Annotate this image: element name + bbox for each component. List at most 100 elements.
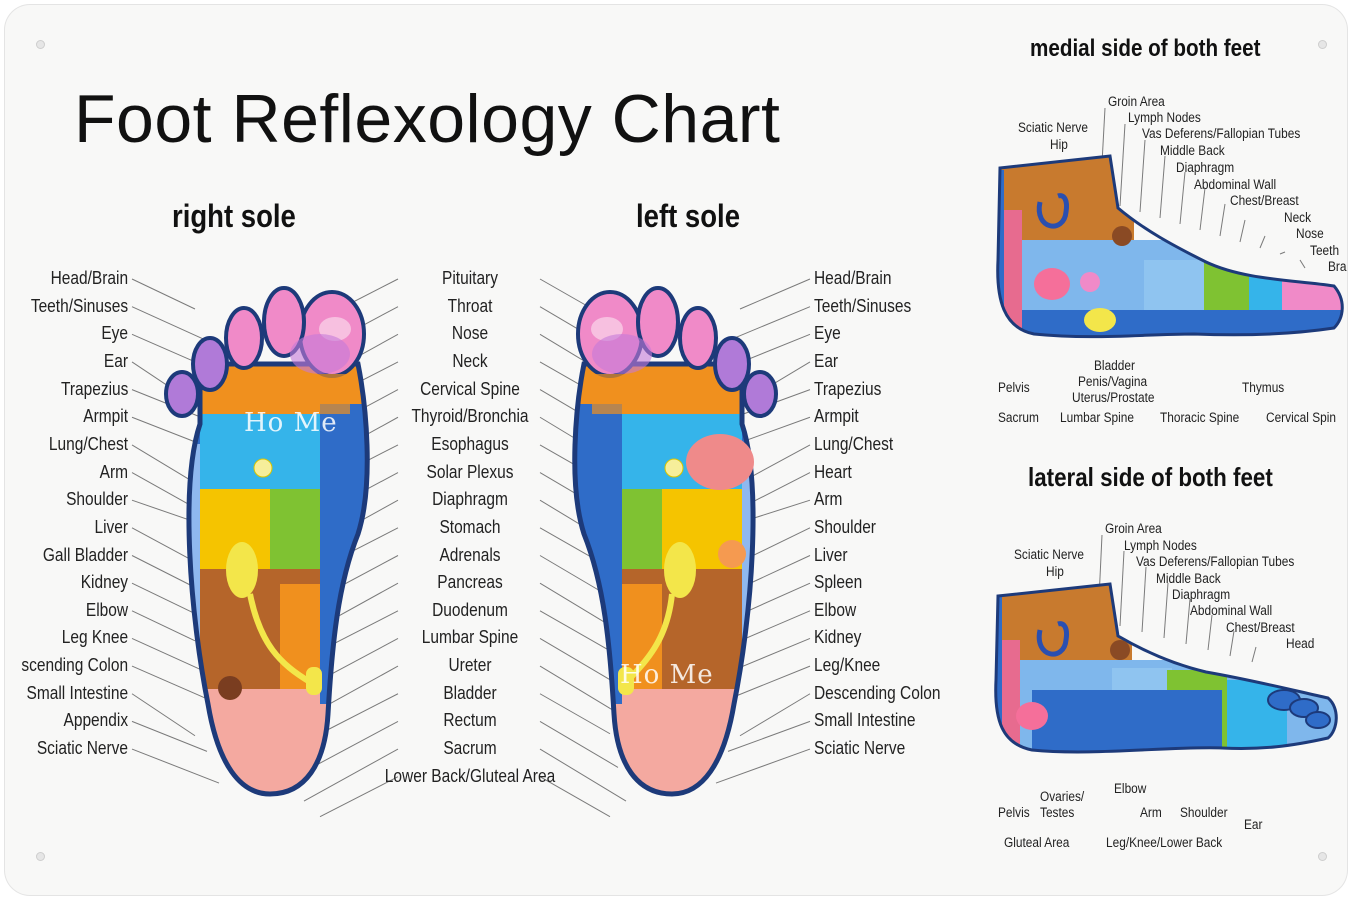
right-sole-label: Arm bbox=[99, 461, 128, 482]
left-sole-label: Small Intestine bbox=[814, 710, 916, 731]
right-sole-label: Sciatic Nerve bbox=[36, 738, 128, 759]
left-sole-label: Shoulder bbox=[814, 516, 876, 537]
lateral-label: Diaphragm bbox=[1172, 587, 1231, 602]
leader-line bbox=[539, 776, 611, 818]
lateral-label: Leg/Knee/Lower Back bbox=[1106, 835, 1223, 850]
left-sole-foot bbox=[572, 286, 778, 797]
leader-line bbox=[319, 776, 399, 818]
leader-line bbox=[1159, 155, 1166, 219]
lateral-side-foot bbox=[994, 582, 1338, 754]
medial-label: Sciatic Nerve bbox=[1018, 120, 1088, 135]
medial-label: Abdominal Wall bbox=[1194, 177, 1277, 192]
lateral-label: Middle Back bbox=[1156, 571, 1221, 586]
medial-side-foot bbox=[996, 154, 1344, 339]
leader-line bbox=[131, 610, 196, 642]
leader-line bbox=[727, 306, 811, 342]
medial-label: Diaphragm bbox=[1176, 160, 1235, 175]
leader-line bbox=[739, 610, 811, 642]
right-sole-label: scending Colon bbox=[21, 655, 128, 676]
medial-label: Nose bbox=[1296, 226, 1324, 241]
leader-line bbox=[1119, 123, 1126, 207]
left-sole-label: Kidney bbox=[814, 627, 862, 648]
leader-line bbox=[539, 693, 611, 735]
center-label: Pituitary bbox=[442, 268, 498, 288]
leader-line bbox=[131, 693, 196, 737]
leader-line bbox=[739, 278, 811, 310]
right-sole-label: Small Intestine bbox=[26, 682, 128, 703]
center-label: Pancreas bbox=[437, 572, 503, 593]
leader-line bbox=[131, 444, 196, 484]
lateral-label: Abdominal Wall bbox=[1190, 603, 1273, 618]
medial-label: Sacrum bbox=[998, 410, 1039, 425]
leader-line bbox=[1185, 598, 1191, 645]
center-label: Lower Back/Gluteal Area bbox=[384, 765, 556, 786]
rivet bbox=[36, 40, 45, 49]
center-label: Adrenals bbox=[439, 544, 501, 565]
leader-line bbox=[131, 720, 208, 752]
medial-heading: medial side of both feet bbox=[1030, 35, 1261, 62]
leader-line bbox=[1163, 582, 1169, 639]
left-sole-label: Elbow bbox=[814, 599, 857, 620]
right-sole-label: Leg Knee bbox=[61, 627, 128, 648]
medial-label: Bra bbox=[1328, 259, 1347, 274]
lateral-label: Sciatic Nerve bbox=[1014, 547, 1084, 562]
leader-line bbox=[1199, 187, 1206, 231]
lateral-label: Arm bbox=[1140, 805, 1162, 820]
center-label: Rectum bbox=[443, 710, 497, 731]
medial-label: Chest/Breast bbox=[1230, 193, 1299, 208]
medial-label: Vas Deferens/Fallopian Tubes bbox=[1142, 126, 1301, 141]
left-sole-label: Armpit bbox=[814, 406, 859, 427]
medial-label: Hip bbox=[1050, 137, 1068, 152]
center-label: Thyroid/Bronchia bbox=[411, 406, 529, 427]
lateral-label: Groin Area bbox=[1105, 521, 1162, 536]
leader-line bbox=[1229, 630, 1235, 657]
rivet bbox=[1318, 852, 1327, 861]
center-label: Nose bbox=[451, 323, 489, 344]
rivet bbox=[1318, 40, 1327, 49]
leader-line bbox=[739, 693, 811, 737]
center-label: Neck bbox=[452, 350, 488, 371]
center-label: Solar Plexus bbox=[426, 461, 514, 482]
left-sole-label: Spleen bbox=[814, 572, 863, 593]
leader-line bbox=[539, 610, 611, 652]
center-label: Cervical Spine bbox=[420, 378, 520, 399]
watermark: Ho Me bbox=[620, 660, 714, 690]
left-sole-label: Ear bbox=[814, 350, 839, 371]
leader-line bbox=[1219, 203, 1226, 237]
medial-label: Cervical Spin bbox=[1266, 410, 1336, 425]
right-sole-label: Head/Brain bbox=[50, 268, 128, 288]
right-sole-heading: right sole bbox=[172, 198, 296, 234]
medial-label: Uterus/Prostate bbox=[1072, 390, 1155, 405]
right-sole-label: Lung/Chest bbox=[48, 433, 128, 454]
medial-label: Pelvis bbox=[998, 380, 1030, 395]
left-sole-label: Heart bbox=[814, 461, 852, 482]
lateral-label: Shoulder bbox=[1180, 805, 1228, 820]
center-label: Lumbar Spine bbox=[421, 627, 519, 648]
leader-line bbox=[1207, 614, 1213, 651]
leader-line bbox=[1259, 235, 1266, 249]
center-label: Sacrum bbox=[443, 738, 497, 759]
right-sole-label: Shoulder bbox=[66, 489, 128, 510]
right-sole-label: Teeth/Sinuses bbox=[30, 295, 128, 316]
leader-line bbox=[539, 748, 627, 802]
center-label: Throat bbox=[447, 295, 493, 316]
right-sole-label: Armpit bbox=[83, 406, 128, 427]
leader-line bbox=[131, 748, 220, 784]
rivet bbox=[36, 852, 45, 861]
leader-line bbox=[1251, 646, 1257, 663]
right-sole-label: Eye bbox=[101, 323, 128, 344]
leader-line bbox=[1119, 550, 1125, 627]
left-sole-label: Teeth/Sinuses bbox=[814, 295, 912, 316]
leader-line bbox=[727, 720, 811, 752]
medial-label: Middle Back bbox=[1160, 143, 1225, 158]
lateral-label: Testes bbox=[1040, 805, 1075, 820]
medial-label: Teeth bbox=[1310, 243, 1340, 258]
medial-label: Penis/Vagina bbox=[1078, 374, 1148, 389]
leader-line bbox=[1299, 259, 1306, 269]
medial-label: Groin Area bbox=[1108, 94, 1165, 109]
lateral-label: Ovaries/ bbox=[1040, 789, 1085, 804]
left-sole-label: Eye bbox=[814, 323, 841, 344]
lateral-label: Vas Deferens/Fallopian Tubes bbox=[1136, 554, 1295, 569]
leader-line bbox=[715, 748, 811, 784]
left-sole-label: Head/Brain bbox=[814, 268, 892, 288]
